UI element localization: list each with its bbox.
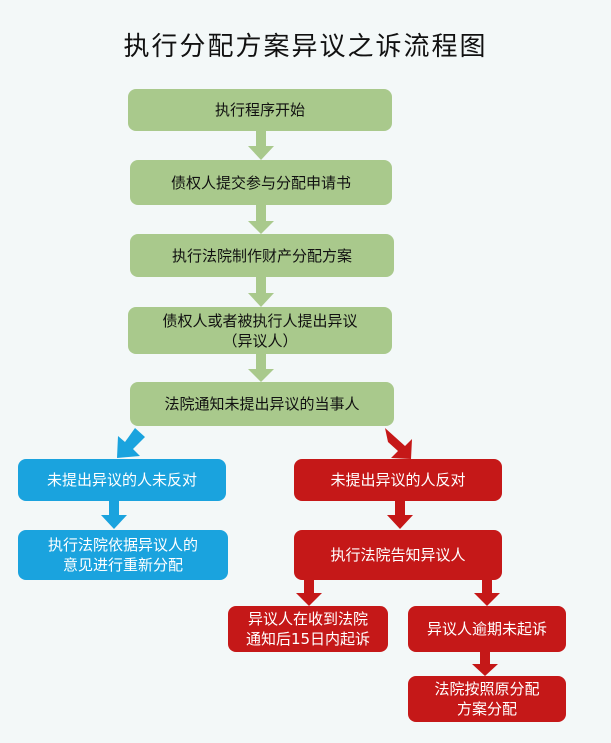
node-original-label: 法院按照原分配 方案分配	[434, 680, 540, 718]
arrow-object-to-inform	[387, 501, 413, 529]
node-original: 法院按照原分配 方案分配	[408, 676, 566, 722]
page-title: 执行分配方案异议之诉流程图	[123, 32, 488, 62]
arrow-no-sue-to-original	[472, 652, 498, 676]
node-objection-label: 债权人或者被执行人提出异议 （异议人）	[162, 311, 358, 350]
node-start: 执行程序开始	[128, 89, 392, 131]
node-redistribute: 执行法院依据异议人的 意见进行重新分配	[18, 530, 228, 580]
arrow-inform-to-no-sue	[474, 580, 500, 606]
node-court-plan: 执行法院制作财产分配方案	[130, 234, 394, 277]
arrow-plan-to-objection	[248, 277, 274, 307]
arrow-no-object-to-redistribute	[101, 501, 127, 529]
arrow-inform-to-sue	[296, 580, 322, 606]
node-object-label: 未提出异议的人反对	[330, 471, 466, 489]
node-creditor-submit-label: 债权人提交参与分配申请书	[170, 173, 351, 192]
node-sue-label: 异议人在收到法院 通知后15日内起诉	[245, 610, 371, 648]
node-no-sue-label: 异议人逾期未起诉	[426, 620, 547, 638]
node-redistribute-label: 执行法院依据异议人的 意见进行重新分配	[47, 536, 198, 574]
node-no-sue: 异议人逾期未起诉	[408, 606, 566, 652]
node-start-label: 执行程序开始	[214, 101, 305, 119]
node-inform-label: 执行法院告知异议人	[330, 546, 466, 564]
node-no-object-label: 未提出异议的人未反对	[46, 471, 197, 489]
node-inform: 执行法院告知异议人	[294, 530, 502, 580]
node-notify: 法院通知未提出异议的当事人	[130, 382, 394, 426]
node-court-plan-label: 执行法院制作财产分配方案	[171, 246, 352, 265]
arrow-notify-to-no-object	[117, 428, 145, 458]
node-objection: 债权人或者被执行人提出异议 （异议人）	[128, 307, 392, 354]
node-object: 未提出异议的人反对	[294, 459, 502, 501]
arrow-objection-to-notify	[248, 353, 274, 382]
node-sue: 异议人在收到法院 通知后15日内起诉	[228, 606, 388, 652]
node-creditor-submit: 债权人提交参与分配申请书	[130, 160, 392, 205]
arrow-submit-to-plan	[248, 205, 274, 234]
arrow-start-to-submit	[248, 130, 274, 160]
arrow-notify-to-object	[385, 428, 412, 459]
node-no-object: 未提出异议的人未反对	[18, 459, 226, 501]
node-notify-label: 法院通知未提出异议的当事人	[164, 395, 360, 413]
